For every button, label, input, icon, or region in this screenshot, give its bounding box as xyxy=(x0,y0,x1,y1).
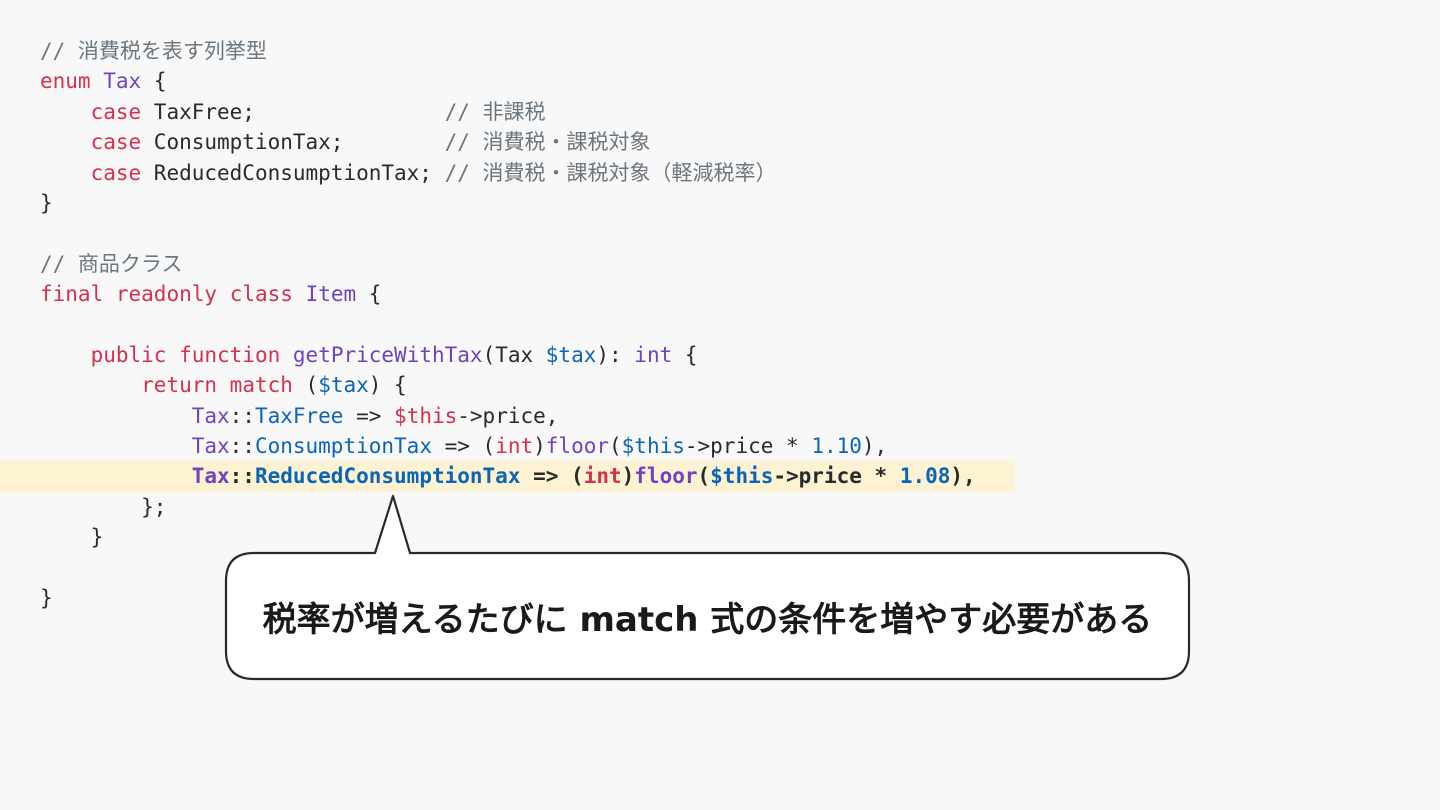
code-line-5: case ReducedConsumptionTax; // 消費税・課税対象（… xyxy=(40,158,1015,188)
type-name: Tax xyxy=(103,69,142,94)
code-punct: ) xyxy=(621,464,635,489)
code-punct: :: xyxy=(229,464,255,489)
code-punct: ( xyxy=(292,373,319,398)
keyword-case: case xyxy=(90,160,142,185)
keyword-case: case xyxy=(90,99,142,124)
number-literal: 1.08 xyxy=(899,464,951,489)
code-punct: } xyxy=(40,586,53,611)
cast-int: int xyxy=(583,464,622,489)
code-block: // 消費税を表す列挙型 enum Tax { case TaxFree; //… xyxy=(0,36,1015,613)
cast-int: int xyxy=(495,434,534,459)
enum-case: ReducedConsumptionTax xyxy=(254,464,521,489)
code-punct: ) { xyxy=(368,373,407,398)
code-line-13: Tax::TaxFree => $this->price, xyxy=(40,401,1015,431)
function-name: getPriceWithTax xyxy=(292,342,483,367)
keyword-return: return xyxy=(141,373,218,398)
keyword-match: match xyxy=(229,373,293,398)
code-line-16: }; xyxy=(40,492,1015,522)
case-name: TaxFree; xyxy=(141,99,255,124)
type-name: Tax xyxy=(191,403,230,428)
code-line-8: // 商品クラス xyxy=(40,249,1015,279)
this-var: $this xyxy=(710,464,774,489)
code-comment: // 消費税を表す列挙型 xyxy=(40,39,267,63)
code-line-3: case TaxFree; // 非課税 xyxy=(40,97,1015,127)
code-punct: }; xyxy=(141,494,167,519)
code-line-1: // 消費税を表す列挙型 xyxy=(40,36,1015,66)
keyword-class: class xyxy=(229,282,293,307)
keyword-final: final xyxy=(40,282,104,307)
this-var: $this xyxy=(621,434,685,459)
code-punct: ) xyxy=(533,434,546,459)
keyword-readonly: readonly xyxy=(115,282,218,307)
code-punct: { xyxy=(356,282,382,307)
code-punct: :: xyxy=(229,434,255,459)
code-text: ->price, xyxy=(457,403,559,428)
code-punct: ( xyxy=(697,464,711,489)
code-line-11: public function getPriceWithTax(Tax $tax… xyxy=(40,340,1015,370)
code-punct: (Tax xyxy=(482,342,546,367)
enum-case: TaxFree xyxy=(254,403,344,428)
code-line-9: final readonly class Item { xyxy=(40,279,1015,309)
func-floor: floor xyxy=(634,464,698,489)
code-text: ->price * xyxy=(684,434,812,459)
case-name: ReducedConsumptionTax; xyxy=(141,160,432,185)
code-punct: ): xyxy=(596,342,635,367)
code-line-19: } xyxy=(40,583,1015,613)
code-line-17: } xyxy=(40,522,1015,552)
func-floor: floor xyxy=(545,434,609,459)
code-punct: { xyxy=(141,69,167,94)
code-punct: => xyxy=(343,403,395,428)
number-literal: 1.10 xyxy=(811,434,862,459)
code-punct: } xyxy=(90,525,104,550)
class-name: Item xyxy=(305,282,357,307)
this-var: $this xyxy=(394,403,458,428)
case-name: ConsumptionTax; xyxy=(141,130,344,155)
return-type: int xyxy=(634,342,673,367)
code-line-6: } xyxy=(40,188,1015,218)
code-line-14: Tax::ConsumptionTax => (int)floor($this-… xyxy=(40,431,1015,461)
code-line-15-highlighted: Tax::ReducedConsumptionTax => (int)floor… xyxy=(0,461,1015,492)
enum-case: ConsumptionTax xyxy=(254,434,432,459)
type-name: Tax xyxy=(191,434,230,459)
code-punct: :: xyxy=(229,403,255,428)
code-comment: // 商品クラス xyxy=(40,251,183,276)
code-comment: // 消費税・課税対象（軽減税率） xyxy=(431,160,777,185)
match-var: $tax xyxy=(318,373,369,398)
code-comment: // 消費税・課税対象 xyxy=(444,130,651,155)
callout-text: 税率が増えるたびに match 式の条件を増やす必要がある xyxy=(262,599,1153,640)
code-line-7 xyxy=(40,218,1015,248)
code-punct: => ( xyxy=(431,434,496,459)
code-punct: ), xyxy=(950,464,976,489)
code-text: ->price * xyxy=(773,464,900,489)
keyword-function: function xyxy=(179,342,281,367)
code-line-4: case ConsumptionTax; // 消費税・課税対象 xyxy=(40,127,1015,157)
param-var: $tax xyxy=(545,342,597,367)
code-punct: { xyxy=(672,342,698,367)
keyword-public: public xyxy=(90,342,167,367)
code-punct: ( xyxy=(609,434,622,459)
keyword-case: case xyxy=(90,130,142,155)
keyword-enum: enum xyxy=(40,69,91,94)
code-line-2: enum Tax { xyxy=(40,66,1015,96)
code-line-12: return match ($tax) { xyxy=(40,370,1015,400)
code-punct: ), xyxy=(861,434,888,459)
type-name: Tax xyxy=(191,464,230,489)
code-line-10 xyxy=(40,310,1015,340)
code-punct: => ( xyxy=(520,464,584,489)
code-comment: // 非課税 xyxy=(444,99,546,124)
code-punct: } xyxy=(40,190,53,215)
